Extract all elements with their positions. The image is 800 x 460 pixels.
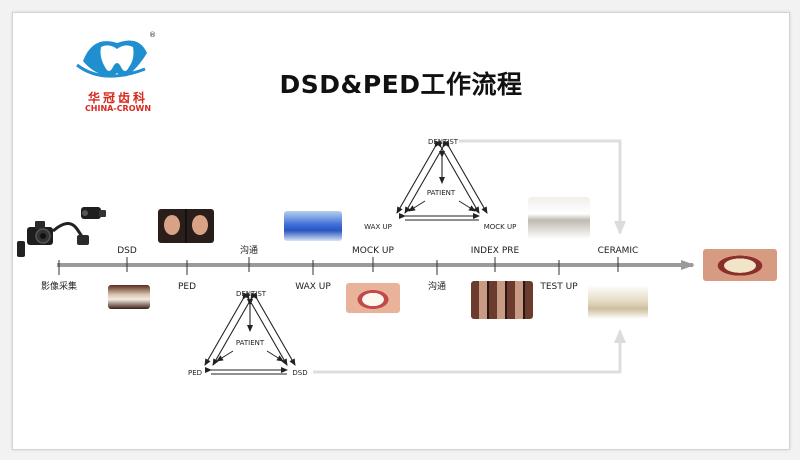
timeline-labels: 影像采集 DSD PED 沟通 WAX UP MOCK UP 沟通 INDEX … bbox=[41, 244, 638, 292]
logo-brand-en: CHINA-CROWN bbox=[84, 104, 152, 113]
step-label-mockup: MOCK UP bbox=[352, 246, 394, 256]
camera-icon bbox=[17, 221, 89, 257]
triangle-top-mockup: MOCK UP bbox=[484, 223, 517, 231]
tooth-logo-icon: ® bbox=[76, 31, 156, 78]
triangle-bottom-dentist: DENTIST bbox=[236, 290, 267, 298]
triangle-top-dentist: DENTIST bbox=[428, 138, 459, 146]
photo-ped-face-left bbox=[164, 215, 180, 235]
workflow-diagram: 影像采集 DSD PED 沟通 WAX UP MOCK UP 沟通 INDEX … bbox=[17, 31, 695, 377]
step-label-ceramic: CERAMIC bbox=[598, 246, 639, 256]
slide: 影像采集 DSD PED 沟通 WAX UP MOCK UP 沟通 INDEX … bbox=[12, 12, 790, 450]
photo-ped-face-right bbox=[192, 215, 208, 235]
step-label-ped: PED bbox=[178, 282, 196, 292]
step-label-dsd: DSD bbox=[117, 246, 137, 256]
photo-mock-up bbox=[346, 283, 400, 313]
step-label-testup: TEST UP bbox=[539, 282, 578, 292]
triangle-bottom-dsd: DSD bbox=[292, 369, 307, 377]
triangle-top: DENTIST PATIENT WAX UP MOCK UP bbox=[364, 138, 516, 231]
page-title: DSD&PED工作流程 bbox=[279, 70, 523, 99]
registered-mark: ® bbox=[149, 31, 156, 39]
triangle-bottom-patient: PATIENT bbox=[236, 339, 265, 347]
photo-ceramic bbox=[588, 285, 648, 319]
logo-brand-cn: 华冠齿科 bbox=[87, 91, 148, 105]
step-label-index-pre: INDEX PRE bbox=[471, 246, 520, 256]
photo-dsd bbox=[108, 285, 150, 309]
video-camera-icon bbox=[81, 207, 106, 219]
photo-test-up bbox=[528, 197, 590, 239]
triangle-top-waxup: WAX UP bbox=[364, 223, 392, 231]
triangle-top-patient: PATIENT bbox=[427, 189, 456, 197]
photo-ped bbox=[158, 209, 214, 243]
feedback-arrow-bottom bbox=[313, 329, 626, 374]
step-label-communicate-2: 沟通 bbox=[428, 280, 446, 292]
step-label-communicate-1: 沟通 bbox=[240, 244, 258, 256]
step-label-capture: 影像采集 bbox=[41, 280, 77, 292]
triangle-bottom: DENTIST PATIENT PED DSD bbox=[188, 290, 308, 377]
photo-wax-up bbox=[284, 211, 342, 241]
photo-index-pre bbox=[471, 281, 533, 319]
timeline-ticks bbox=[58, 257, 619, 275]
triangle-bottom-ped: PED bbox=[188, 369, 202, 377]
step-label-waxup: WAX UP bbox=[295, 282, 331, 292]
feedback-arrow-top bbox=[459, 139, 626, 235]
photo-final-smile bbox=[703, 249, 777, 281]
